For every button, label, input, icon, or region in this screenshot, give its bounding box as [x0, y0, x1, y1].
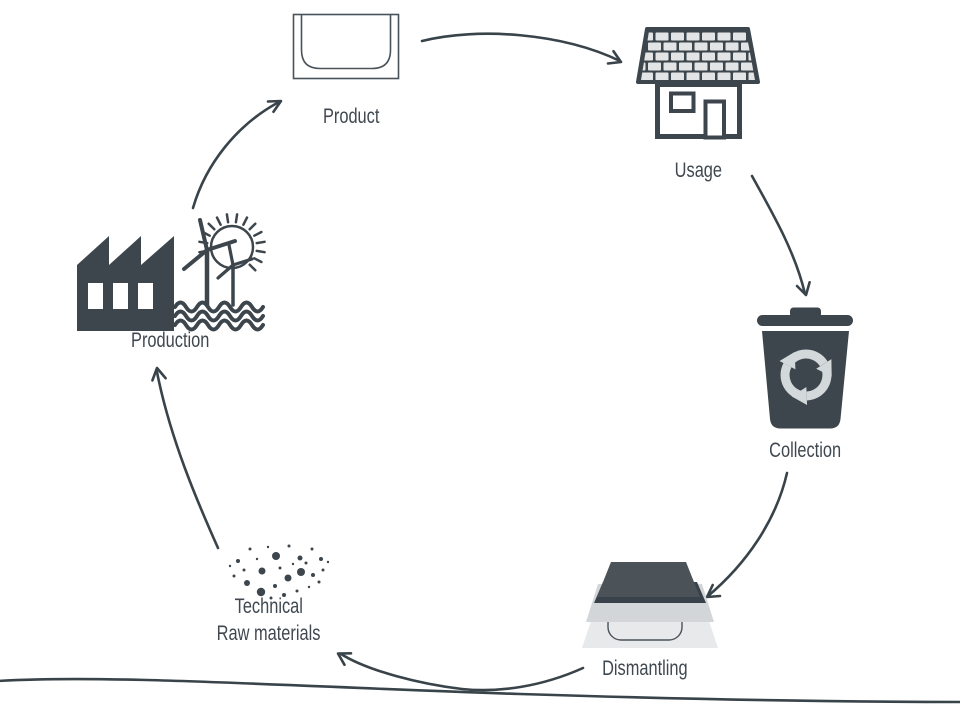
- arrow-usage-to-collection: [750, 174, 811, 297]
- layer-stack-icon: [582, 562, 718, 648]
- house-window: [669, 91, 696, 113]
- node-label-raw-materials: Technical Raw materials: [179, 594, 359, 648]
- recycling-bin-icon: [757, 307, 853, 429]
- house-door: [703, 99, 726, 140]
- node-label-dismantling: Dismantling: [555, 656, 735, 682]
- production-label-text: Production: [130, 329, 210, 352]
- arrow-dismantling-to-raw-materials: [336, 652, 585, 692]
- wind-turbine-icon: [182, 218, 254, 308]
- node-label-production: Production: [80, 328, 260, 354]
- solar-house-icon: [636, 27, 760, 140]
- bottom-swoosh-line: [0, 677, 960, 704]
- cycle-arrows: [0, 32, 960, 704]
- particles-icon: [228, 544, 330, 600]
- arrow-raw-materials-to-production: [151, 366, 220, 550]
- factory-renewables-icon: [77, 213, 266, 332]
- factory-windows: [88, 283, 153, 309]
- raw-materials-label-line1: Technical: [234, 595, 304, 618]
- product-label-text: Product: [322, 105, 380, 128]
- roof-tiles: [641, 32, 755, 80]
- node-label-collection: Collection: [715, 438, 895, 464]
- tray-icon: [292, 13, 400, 80]
- arrow-product-to-usage: [420, 32, 623, 65]
- node-label-usage: Usage: [608, 158, 788, 184]
- usage-label-text: Usage: [674, 159, 722, 182]
- layer-top: [597, 562, 700, 597]
- arrow-collection-to-dismantling: [705, 471, 789, 599]
- dismantling-label-text: Dismantling: [602, 657, 688, 680]
- bin-lid: [757, 315, 853, 326]
- node-label-product: Product: [261, 104, 441, 130]
- raw-materials-label-line2: Raw materials: [217, 622, 321, 645]
- collection-label-text: Collection: [769, 439, 841, 462]
- arrow-production-to-product: [191, 99, 283, 210]
- waves-icon: [173, 300, 265, 332]
- bin-body: [762, 331, 849, 429]
